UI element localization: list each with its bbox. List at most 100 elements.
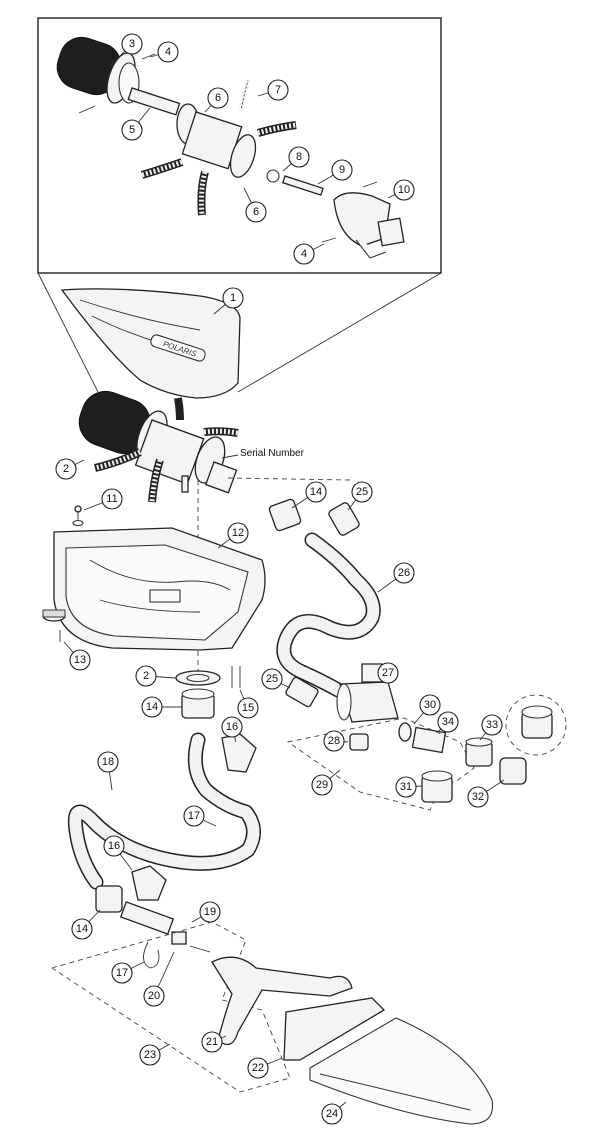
callout-4: 4 [149,41,179,63]
callout-2: 2 [135,665,177,687]
callout-13: 13 [63,641,91,671]
callout-number: 32 [472,791,484,803]
flap-parts [131,733,257,901]
callout-number: 31 [400,781,412,793]
elbow-part [333,192,405,259]
callout-24: 24 [321,1101,347,1125]
callout-19: 19 [191,901,221,923]
callout-number: 17 [116,967,128,979]
callout-17: 17 [183,805,217,827]
callout-22: 22 [247,1057,283,1079]
callout-number: 30 [424,699,436,711]
callout-number: 5 [129,124,135,136]
upper-hose [268,498,381,698]
callout-16: 16 [221,716,243,743]
callout-27: 27 [377,662,399,684]
callout-number: 7 [275,84,281,96]
callout-4: 4 [293,243,325,265]
callout-number: 10 [398,184,410,196]
callout-number: 25 [266,673,278,685]
callout-number: 13 [74,654,86,666]
small-hardware [42,505,241,688]
callout-2: 2 [55,458,85,480]
chassis-part [53,527,266,651]
callout-7: 7 [257,79,289,101]
tail-assembly [211,956,494,1125]
callout-number: 2 [143,670,149,682]
callout-number: 21 [206,1036,218,1048]
callout-10: 10 [387,179,415,201]
callout-26: 26 [377,562,415,593]
callout-11: 11 [83,488,123,511]
callout-14: 14 [71,909,101,940]
callout-25: 25 [261,668,291,690]
inset-motor-assembly [56,36,405,259]
callout-32: 32 [467,779,505,808]
callout-30: 30 [413,694,441,725]
callout-23: 23 [139,1043,171,1066]
callout-1: 1 [213,287,244,315]
callout-5: 5 [121,107,151,141]
callout-31: 31 [395,776,423,798]
callout-number: 16 [226,721,238,733]
callout-14: 14 [141,696,182,718]
callout-21: 21 [201,1031,227,1053]
callout-number: 9 [339,164,345,176]
callout-number: 26 [398,567,410,579]
callout-15: 15 [237,689,259,719]
callout-12: 12 [217,522,249,549]
callout-9: 9 [317,159,353,185]
callout-29: 29 [311,769,341,796]
callout-number: 4 [301,248,307,260]
callout-number: 27 [382,667,394,679]
valve-assembly [285,663,447,754]
callout-number: 33 [486,719,498,731]
top-cover-part: POLARIS [60,288,241,399]
callout-18: 18 [97,751,119,791]
callout-3: 3 [109,33,143,67]
callout-8: 8 [282,146,310,172]
callout-number: 15 [242,702,254,714]
callout-14: 14 [291,481,327,509]
callout-20: 20 [143,951,175,1007]
inset-fins [140,79,297,216]
callout-25: 25 [347,481,373,511]
callout-number: 6 [215,92,221,104]
drum-part [56,36,181,116]
central-housing [176,103,280,183]
callout-number: 6 [253,206,259,218]
callout-17: 17 [111,961,145,984]
callout-number: 23 [144,1049,156,1061]
callout-33: 33 [479,714,503,741]
callout-number: 17 [188,810,200,822]
callout-number: 11 [106,493,117,505]
callout-number: 28 [328,735,340,747]
hose-nut-center [181,688,215,719]
callout-number: 4 [165,46,171,58]
callout-number: 22 [252,1062,264,1074]
callout-number: 3 [129,38,135,50]
callout-34: 34 [437,711,459,733]
callout-number: 1 [230,292,236,304]
callout-number: 18 [102,756,114,768]
lower-hose [67,732,261,890]
callout-28: 28 [323,730,349,752]
main-motor-assembly [78,390,239,503]
callout-number: 16 [108,840,120,852]
callout-number: 2 [63,463,69,475]
callout-number: 34 [442,716,454,728]
fittings-right [421,694,567,803]
lower-coupling [95,885,211,969]
callout-number: 8 [296,151,302,163]
callout-number: 19 [204,906,216,918]
callout-number: 29 [316,779,328,791]
callout-6: 6 [243,187,267,223]
callout-number: 12 [232,527,244,539]
callout-number: 14 [310,486,322,498]
callout-16: 16 [103,835,133,871]
callout-number: 24 [326,1108,338,1120]
callout-number: 14 [146,701,158,713]
callout-number: 25 [356,486,368,498]
